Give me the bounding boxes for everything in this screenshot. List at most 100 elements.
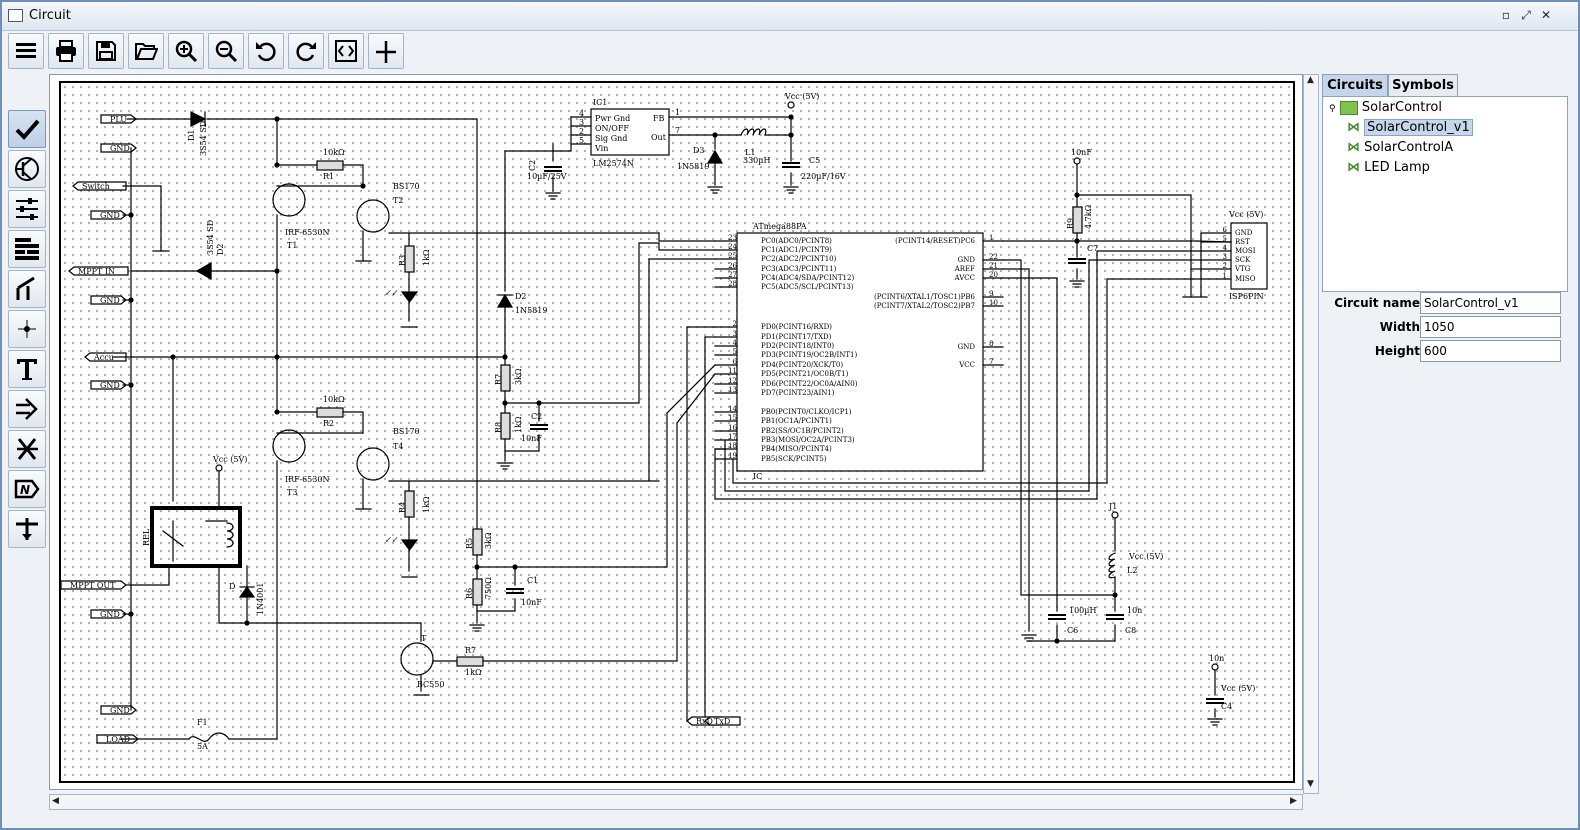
schematic-label: 14 [728, 405, 737, 413]
net-connector-label: GND [110, 144, 130, 153]
vertical-scrollbar[interactable]: ▲ ▼ [1303, 74, 1319, 794]
save-button[interactable] [88, 33, 124, 69]
power-symbol-icon [16, 518, 38, 540]
tree-root[interactable]: ⚲ SolarControl [1329, 100, 1442, 115]
schematic-label: C7 [1087, 244, 1098, 253]
bus-tool-button[interactable] [8, 230, 46, 268]
junction-icon [18, 320, 36, 338]
net-connector-label: LOAD [106, 735, 130, 744]
open-button[interactable] [128, 33, 164, 69]
title-bar: Circuit ▫ ⤢ ✕ [2, 2, 1578, 31]
schematic-label: 27 [728, 271, 737, 279]
capacitor [1206, 698, 1224, 704]
junction-dot [128, 212, 134, 218]
schematic-label: 750Ω [484, 577, 493, 599]
text-tool-button[interactable] [8, 350, 46, 388]
junction-dot [274, 162, 280, 168]
transistor-tool-button[interactable] [8, 150, 46, 188]
junction-dot [274, 409, 280, 415]
power-tool-button[interactable] [8, 510, 46, 548]
schematic-label: D2 [515, 292, 527, 301]
wire [276, 356, 318, 413]
schematic-label: D1 [187, 129, 196, 141]
select-tool-button[interactable] [8, 110, 46, 148]
scroll-down-icon[interactable]: ▼ [1307, 779, 1314, 789]
maximize-icon[interactable]: ⤢ [1521, 8, 1531, 22]
tree-item-solarcontrola[interactable]: ⋈ SolarControlA [1347, 140, 1454, 155]
schematic-label: R7 [494, 374, 503, 385]
width-field[interactable]: 1050 [1420, 316, 1561, 338]
schematic-label: L2 [1127, 566, 1137, 575]
schematic-label: 3kΩ [514, 368, 523, 385]
schematic-label: 16 [728, 424, 737, 432]
height-field[interactable]: 600 [1420, 340, 1561, 362]
redo-button[interactable] [288, 33, 324, 69]
schematic-label: 4.7kΩ [1084, 204, 1093, 229]
zoom-in-button[interactable] [168, 33, 204, 69]
scroll-up-icon[interactable]: ▲ [1307, 75, 1314, 85]
tree-item-solarcontrol-v1[interactable]: ⋈ SolarControl_v1 [1347, 119, 1473, 137]
tab-symbols[interactable]: Symbols [1388, 74, 1458, 97]
scroll-right-icon[interactable]: ▶ [1290, 796, 1297, 806]
close-icon[interactable]: ✕ [1540, 8, 1552, 22]
ground-symbol [783, 186, 799, 194]
properties-tool-button[interactable] [8, 190, 46, 228]
schematic-label: 3S54 SD [199, 121, 208, 156]
inductor-l1 [740, 128, 767, 136]
schematic-label: 1kΩ [422, 249, 431, 266]
crosshair-button[interactable] [368, 33, 404, 69]
scroll-left-icon[interactable]: ◀ [52, 796, 59, 806]
minimize-icon[interactable]: ▫ [1501, 8, 1511, 22]
schematic-label: IRF-6530N [285, 228, 329, 237]
net-connector-label: TxD [714, 717, 730, 726]
wire [732, 458, 1108, 484]
wire [504, 116, 572, 292]
schematic-label: IC [753, 472, 762, 481]
wire [122, 185, 162, 252]
net-connector-label: MPPT IN [78, 267, 115, 276]
schematic-label: C5 [809, 156, 820, 165]
net-connector [90, 380, 127, 390]
schematic-label: PB2(SS/OC1B/PCINT2) [761, 427, 844, 435]
wire [714, 448, 1098, 500]
tab-circuits[interactable]: Circuits [1322, 74, 1388, 97]
wire-tool-button[interactable] [8, 270, 46, 308]
connector-tool-button[interactable] [8, 390, 46, 428]
junction-tool-button[interactable] [8, 310, 46, 348]
window-icon [8, 9, 23, 22]
junction-dot [128, 382, 134, 388]
schematic-label: GND [1235, 229, 1253, 237]
menu-button[interactable] [8, 33, 44, 69]
schematic-label: PB4(MISO/PCINT4) [761, 445, 832, 453]
net-connector-label: PLU [110, 115, 127, 124]
net-label-tool-button[interactable]: N [8, 470, 46, 508]
net-connector [60, 580, 127, 590]
circuit-name-row: Circuit name SolarControl_v1 [1322, 292, 1566, 314]
wire [1002, 268, 1030, 632]
schematic-label: 18 [728, 442, 737, 450]
ground-symbol [545, 192, 561, 200]
horizontal-scrollbar[interactable]: ◀ ▶ [49, 794, 1303, 810]
tree-expand-icon[interactable]: ⚲ [1329, 104, 1336, 114]
tree-item-led-lamp[interactable]: ⋈ LED Lamp [1347, 160, 1430, 175]
net-connector-label: GND [100, 296, 120, 305]
right-panel: Circuits Symbols ⚲ SolarControl ⋈ SolarC… [1322, 74, 1568, 810]
circuit-name-field[interactable]: SolarControl_v1 [1420, 292, 1561, 314]
no-connect-tool-button[interactable] [8, 430, 46, 468]
ground-symbol [1207, 718, 1223, 726]
schematic-label: PB0(PCINT0/CLKO/ICP1) [761, 408, 852, 416]
schematic-label: 24 [728, 243, 737, 251]
arrow-right-icon [16, 398, 38, 420]
wire [1002, 259, 1116, 596]
print-button[interactable] [48, 33, 84, 69]
undo-button[interactable] [248, 33, 284, 69]
zoom-out-button[interactable] [208, 33, 244, 69]
code-view-button[interactable] [328, 33, 364, 69]
junction-dot [1054, 638, 1060, 644]
schematic-label: 5 [579, 136, 584, 145]
schematic-label: 10n [1127, 606, 1142, 615]
schematic-label: 20 [989, 271, 998, 279]
junction-dot [128, 297, 134, 303]
schematic-label: Out [651, 133, 667, 142]
